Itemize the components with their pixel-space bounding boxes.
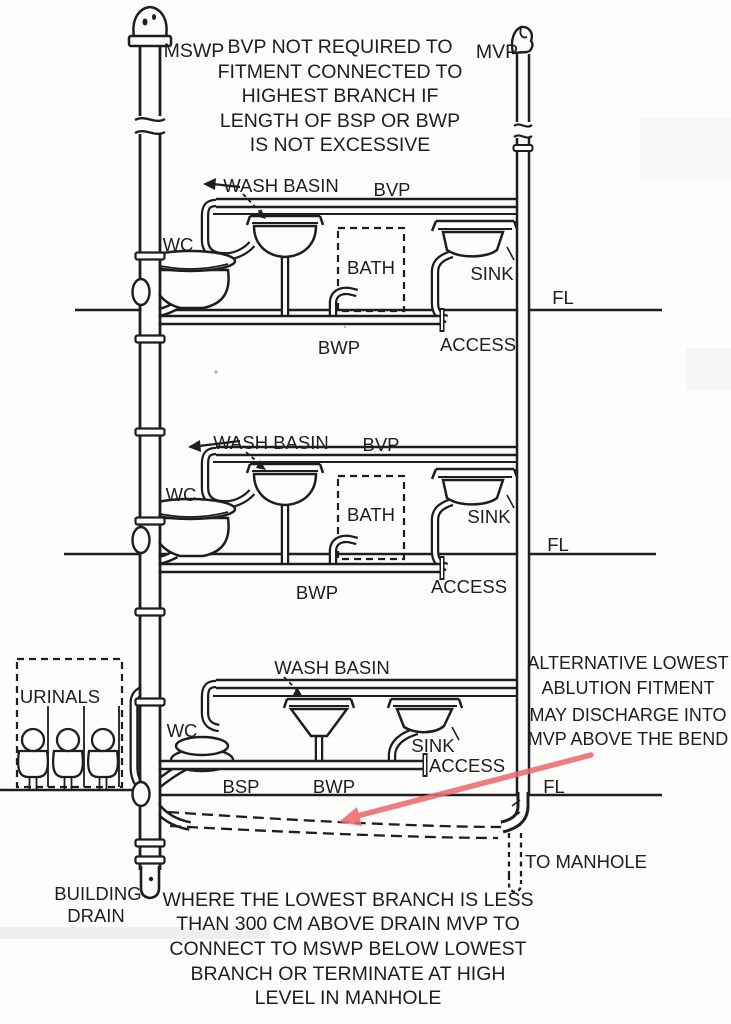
floor-level-label: FL — [552, 287, 574, 308]
wc-label: WC — [167, 720, 198, 741]
wash-basin-fixture — [282, 697, 356, 766]
floor-level-label: FL — [543, 776, 565, 797]
access-label: ACCESS — [440, 334, 516, 355]
bwp-label: BWP — [318, 337, 360, 358]
bottom-note-line: THAN 300 CM ABOVE DRAIN MVP TO — [176, 913, 520, 935]
wc-label: WC — [163, 234, 194, 255]
floor-level-label: FL — [547, 534, 569, 555]
sink-label: SINK — [411, 735, 455, 756]
stack-break-mark — [513, 122, 533, 139]
alternative-note: ALTERNATIVE LOWEST ABLUTION FITMENT MAY … — [527, 653, 728, 749]
red-annotation-arrow — [339, 752, 594, 826]
wash-basin-label: WASH BASIN — [223, 175, 338, 196]
stack-joint — [512, 144, 534, 152]
access-label: ACCESS — [431, 576, 507, 597]
bottom-note-line: BRANCH OR TERMINATE AT HIGH — [191, 963, 506, 985]
mvp-stack — [500, 25, 534, 894]
top-note-line: FITMENT CONNECTED TO — [218, 61, 463, 83]
ground-floor-labels: URINALS WASH BASIN WC SINK ACCESS BSP BW… — [20, 657, 565, 797]
urinal-fixture — [52, 727, 84, 790]
building-drain-label: BUILDING — [54, 883, 141, 904]
mvp-bend — [500, 792, 530, 834]
floor-2-labels: WASH BASIN BVP WC BATH SINK FL BWP ACCES… — [166, 432, 569, 603]
floor-branch-middle — [145, 451, 523, 580]
bottom-note-line: CONNECT TO MSWP BELOW LOWEST — [169, 938, 526, 960]
ground-floor-branch — [15, 657, 523, 802]
labels: MSWP MVP BVP NOT REQUIRED TO FITMENT CON… — [20, 36, 729, 1009]
stack-break-mark — [134, 116, 166, 136]
label-pointers — [188, 178, 303, 697]
urinals-group — [15, 657, 124, 790]
bath-label: BATH — [347, 257, 395, 278]
alternative-note-line: MVP ABOVE THE BEND — [528, 729, 728, 749]
sink-label: SINK — [470, 263, 514, 284]
bottom-note-line: WHERE THE LOWEST BRANCH IS LESS — [163, 889, 534, 911]
sink-label: SINK — [467, 506, 511, 527]
bottom-note: WHERE THE LOWEST BRANCH IS LESS THAN 300… — [163, 889, 534, 1009]
bath-outline — [328, 226, 406, 318]
wash-basin-label: WASH BASIN — [213, 432, 328, 453]
top-note-line: LENGTH OF BSP OR BWP — [220, 110, 460, 132]
bwp-label: BWP — [313, 776, 355, 797]
mvp-label: MVP — [476, 41, 518, 63]
bvp-label: BVP — [373, 179, 410, 200]
bottom-note-line: LEVEL IN MANHOLE — [255, 987, 442, 1009]
wash-basin-fixture — [245, 214, 325, 318]
alternative-note-line: ABLUTION FITMENT — [541, 678, 714, 698]
urinals-label: URINALS — [20, 686, 100, 707]
mswp-stack — [127, 5, 173, 900]
urinal-fixture — [17, 727, 49, 790]
floor-1-labels: WASH BASIN BVP WC BATH SINK FL BWP ACCES… — [163, 175, 574, 358]
top-note-line: BVP NOT REQUIRED TO — [227, 36, 452, 58]
top-note-line: HIGHEST BRANCH IF — [242, 85, 439, 107]
to-manhole-pipe — [507, 833, 523, 894]
wash-basin-label: WASH BASIN — [274, 657, 389, 678]
mswp-label: MSWP — [164, 40, 225, 62]
paper-blotches — [0, 118, 731, 939]
building-drain-label: DRAIN — [67, 905, 125, 926]
top-note: BVP NOT REQUIRED TO FITMENT CONNECTED TO… — [218, 36, 463, 156]
urinal-fixture — [87, 727, 119, 790]
bvp-label: BVP — [362, 434, 399, 455]
building-drain-pipe — [150, 800, 502, 840]
bwp-label: BWP — [296, 582, 338, 603]
vent-cap-icon — [510, 25, 534, 55]
vent-cowl-icon — [127, 5, 173, 48]
building-drain-end — [139, 866, 161, 900]
floor-branch — [143, 197, 523, 332]
top-note-line: IS NOT EXCESSIVE — [250, 134, 431, 156]
access-label: ACCESS — [429, 755, 505, 776]
sink-fixture — [386, 697, 464, 766]
alternative-note-line: ALTERNATIVE LOWEST — [527, 653, 728, 673]
stack-joints — [134, 251, 166, 865]
to-manhole-label: TO MANHOLE — [525, 851, 647, 872]
alternative-note-line: MAY DISCHARGE INTO — [529, 705, 726, 725]
bath-label: BATH — [347, 504, 395, 525]
bsp-label: BSP — [222, 776, 259, 797]
stack-junction-bulges — [131, 277, 151, 808]
wc-label: WC — [166, 484, 197, 505]
